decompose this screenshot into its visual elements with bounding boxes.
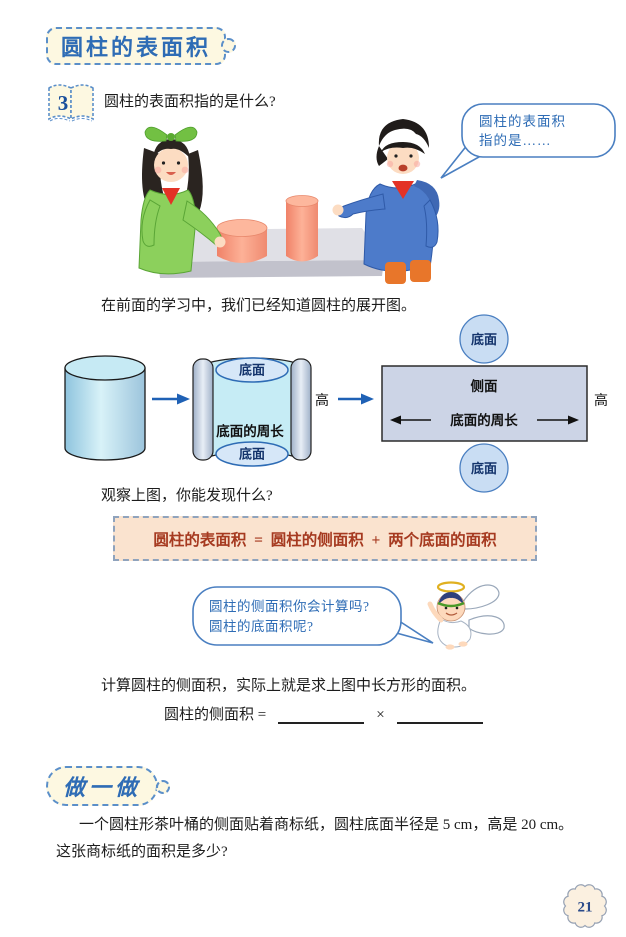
example-number: 3 [58, 91, 69, 115]
lesson-title-badge: 圆柱的表面积 [46, 27, 226, 65]
surface-area-formula-box: 圆柱的表面积 = 圆柱的侧面积 + 两个底面的面积 [113, 516, 537, 561]
girl-character [138, 126, 226, 275]
lateral-area-formula: 圆柱的侧面积 = × [164, 703, 495, 724]
practice-section-badge: 做一做 [46, 766, 158, 806]
arrow-right-icon [338, 393, 374, 405]
practice-problem: 一个圆柱形茶叶桶的侧面贴着商标纸，圆柱底面半径是 5 cm，高是 20 cm。 … [56, 812, 604, 866]
cylinder-net: 底面 侧面 底面的周长 底面 高 [381, 314, 608, 493]
fill-in-blank-2 [396, 706, 483, 724]
unrolled-top-base-label: 底面 [239, 363, 265, 378]
paragraph-explain: 计算圆柱的侧面积，实际上就是求上图中长方形的面积。 [101, 678, 477, 694]
unrolled-circumference-label: 底面的周长 [216, 423, 284, 439]
page-number: 21 [578, 900, 593, 916]
unrolled-height-label: 高 [315, 392, 329, 409]
example-question: 圆柱的表面积指的是什么? [104, 94, 276, 110]
book-left-page [48, 84, 72, 121]
boy-speech-bubble: 圆柱的表面积 指的是…… [440, 103, 616, 179]
angel-speech-bubble [192, 586, 402, 646]
problem-line2: 这张商标纸的面积是多少? [56, 844, 228, 860]
cylinder-unfolding-diagram: 底面 底面的周长 底面 高 底面 侧面 底面的周长 底面 [64, 314, 608, 493]
boy-bubble-line1: 圆柱的表面积 [479, 114, 566, 129]
tall-cylinder [285, 195, 319, 262]
book-page-curl [49, 118, 93, 122]
kids-illustration: 圆柱的表面积 指的是…… [138, 103, 616, 284]
lesson-title: 圆柱的表面积 [60, 35, 211, 60]
arrow-right-icon [152, 393, 190, 405]
net-side-label: 侧面 [471, 378, 498, 394]
boy-bubble-line2: 指的是…… [479, 133, 552, 148]
halo-icon [436, 581, 466, 593]
angel-speech-bubble-group: 圆柱的侧面积你会计算吗? 圆柱的底面积呢? [192, 581, 505, 650]
short-cylinder [216, 219, 268, 263]
net-bottom-base-label: 底面 [471, 461, 497, 476]
practice-header: 做一做 [62, 775, 141, 800]
lateral-formula-label: 圆柱的侧面积 = [164, 707, 267, 723]
cherub-character [427, 581, 505, 650]
multiplication-sign: × [376, 707, 385, 723]
net-height-label: 高 [594, 392, 608, 409]
dashed-circle-ornament [221, 38, 236, 53]
angel-bubble-line2: 圆柱的底面积呢? [209, 619, 314, 634]
dashed-circle-ornament [156, 780, 170, 794]
net-top-base-label: 底面 [471, 332, 497, 347]
fill-in-blank-1 [278, 706, 365, 724]
unrolled-cylinder: 底面 底面的周长 底面 高 [192, 357, 329, 467]
example-book-icon: 3 [48, 84, 94, 122]
page-number-badge: 21 [563, 884, 607, 928]
scalloped-badge-shape [563, 884, 607, 928]
cylinder-solid [64, 355, 146, 461]
net-circumference-label: 底面的周长 [450, 412, 518, 428]
double-arrow-icon [390, 415, 579, 425]
unrolled-bottom-base-label: 底面 [239, 447, 265, 462]
angel-bubble-line1: 圆柱的侧面积你会计算吗? [209, 599, 370, 614]
paragraph-intro: 在前面的学习中，我们已经知道圆柱的展开图。 [101, 298, 417, 314]
problem-line1: 一个圆柱形茶叶桶的侧面贴着商标纸，圆柱底面半径是 5 cm，高是 20 cm。 [79, 817, 574, 833]
boy-character [332, 119, 440, 284]
paragraph-observe: 观察上图，你能发现什么? [101, 488, 273, 504]
book-right-page [70, 84, 94, 121]
